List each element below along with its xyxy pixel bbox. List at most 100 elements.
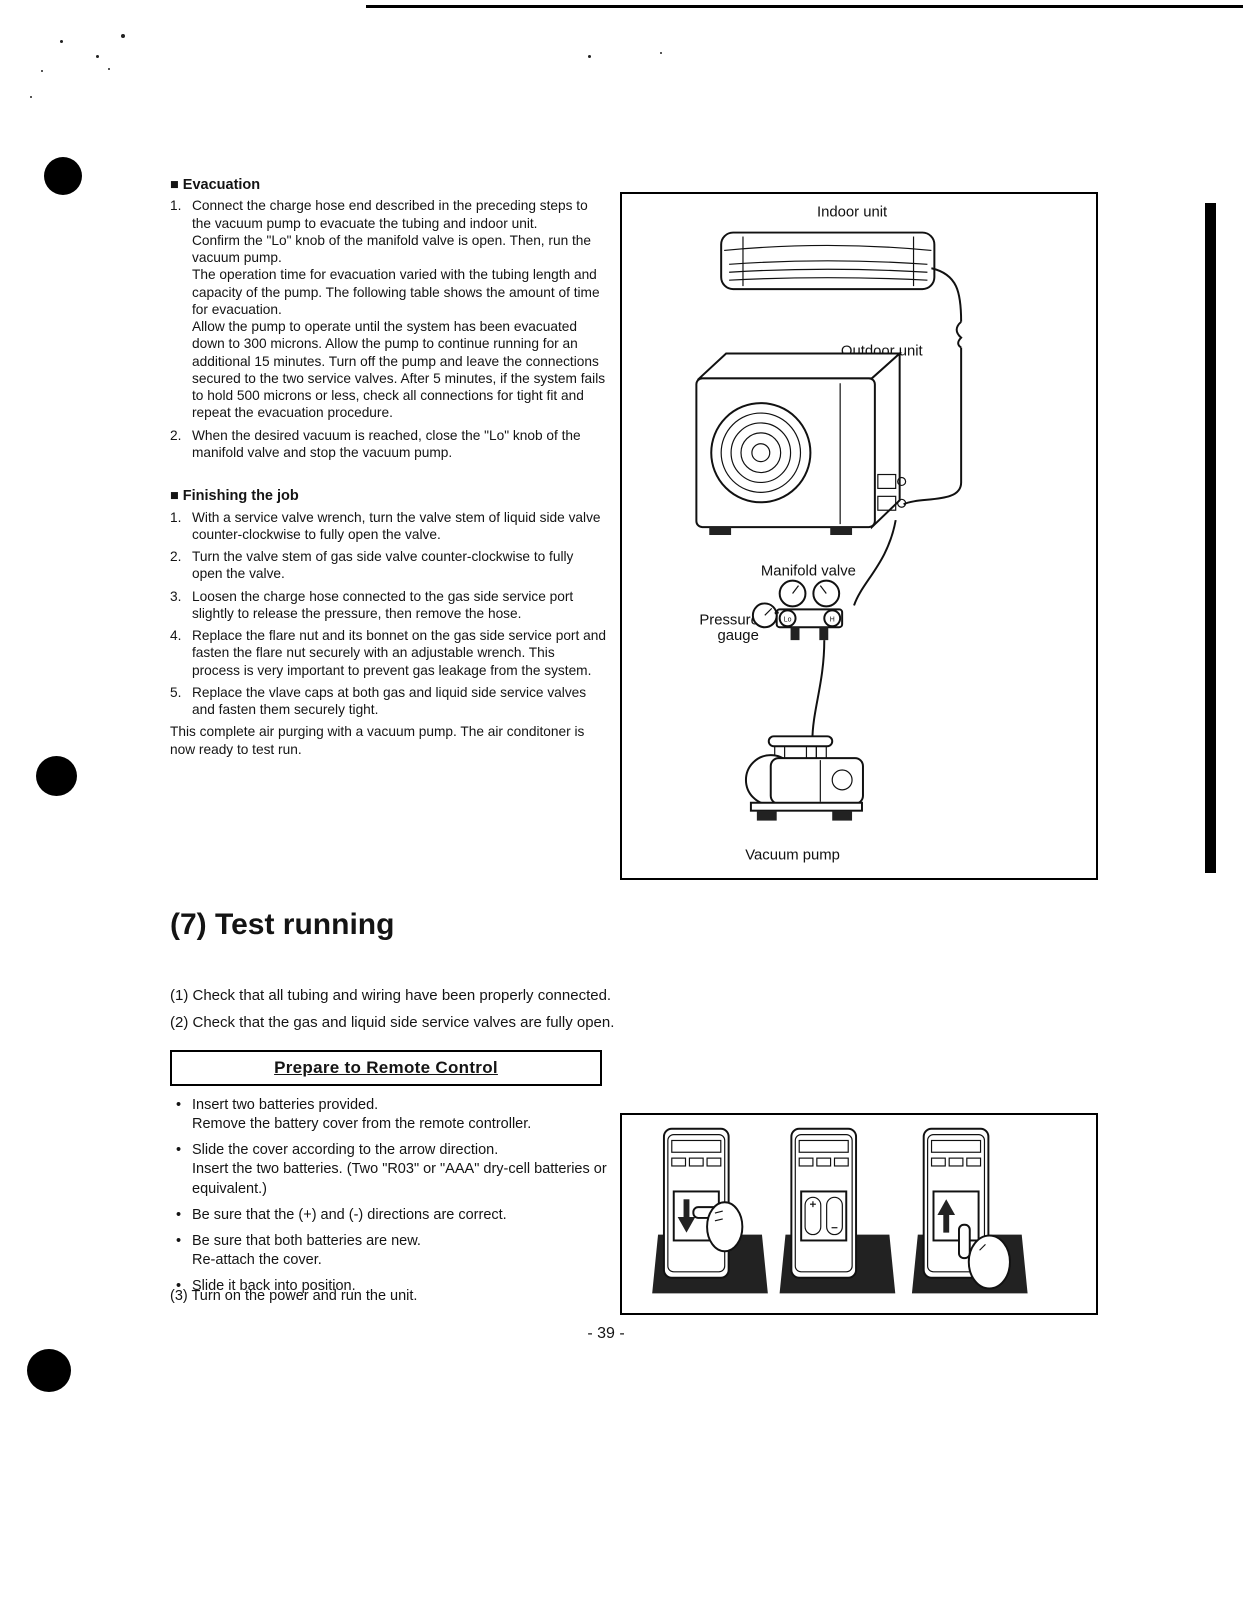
final-step: (3) Turn on the power and run the unit. [170,1288,418,1304]
list-item: 4. Replace the flare nut and its bonnet … [170,627,606,679]
evacuation-heading: ■ Evacuation [170,177,261,193]
item-text: With a service valve wrench, turn the va… [192,509,606,544]
test-running-heading: (7) Test running [170,908,395,941]
scan-speck [121,34,125,38]
bullet-text: Slide the cover according to the arrow d… [192,1141,622,1198]
list-item: 5. Replace the vlave caps at both gas an… [170,684,606,719]
remote-battery-diagram [652,1127,1028,1294]
closing-paragraph: This complete air purging with a vacuum … [170,724,585,757]
paragraph: Replace the vlave caps at both gas and l… [192,684,587,718]
bullet-item: Slide it back into position. [176,1277,622,1296]
manifold-valve-label: Manifold valve [761,564,856,580]
paragraph: Turn the valve stem of gas side valve co… [192,549,574,582]
charge-hose [811,640,826,741]
item-text: When the desired vacuum is reached, clos… [192,427,606,462]
item-text: Loosen the charge hose connected to the … [192,588,606,623]
prepare-remote-title: Prepare to Remote Control [274,1058,498,1077]
bullet-text: Be sure that the (+) and (-) directions … [192,1206,507,1225]
remote-diagram-box [620,1113,1098,1315]
scan-speck [30,96,32,98]
remote-illustration-step3 [911,1127,1028,1294]
piping-diagram: Indoor unit Outdoor unit Manifold valve … [695,205,963,863]
item-number: 1. [170,198,182,214]
list-item: 3. Loosen the charge hose connected to t… [170,588,606,623]
check-list: (1) Check that all tubing and wiring hav… [170,982,890,1036]
punch-hole [44,157,82,195]
scan-bar [1205,203,1216,873]
prepare-remote-box: Prepare to Remote Control [170,1050,602,1086]
check-item: (2) Check that the gas and liquid side s… [170,1014,615,1031]
list-item: 1. Connect the charge hose end described… [170,197,606,421]
scan-speck [588,55,591,58]
bullet-marker [176,1096,192,1134]
bullet-item: Be sure that both batteries are new. Re-… [176,1232,622,1270]
pressure-gauge-label: Pressure [699,612,758,628]
line: Re-attach the cover. [192,1251,322,1268]
bullet-marker [176,1206,192,1225]
bullet-text: Insert two batteries provided. Remove th… [192,1096,531,1134]
item-number: 4. [170,628,182,644]
line: Slide it back into position. [192,1278,356,1294]
list-item: 1. With a service valve wrench, turn the… [170,509,606,544]
list-item: 2. Turn the valve stem of gas side valve… [170,548,606,583]
bullet-text: Slide it back into position. [192,1277,356,1296]
manifold-hi-knob-label: H [830,616,835,623]
left-text-column: ■ Evacuation 1. Connect the charge hose … [170,176,606,758]
item-number: 1. [170,509,182,525]
paragraph: When the desired vacuum is reached, clos… [192,427,581,460]
scan-speck [60,40,63,43]
paragraph: Allow the pump to operate until the syst… [192,319,606,421]
scan-speck [108,68,110,70]
bullet-marker [176,1141,192,1198]
item-number: 2. [170,549,182,565]
vacuum-pump-illustration [744,735,864,821]
item-text: Connect the charge hose end described in… [192,197,606,421]
bullet-marker [176,1232,192,1270]
paragraph: With a service valve wrench, turn the va… [192,509,601,542]
remote-illustration-step1 [652,1127,768,1294]
item-text: Replace the flare nut and its bonnet on … [192,627,606,679]
finishing-heading: ■ Finishing the job [170,488,299,505]
page-number: - 39 - [587,1325,625,1342]
outdoor-unit-illustration [695,351,907,536]
indoor-unit-label: Indoor unit [817,205,888,221]
bullet-item: Slide the cover according to the arrow d… [176,1141,622,1198]
line: Be sure that the (+) and (-) directions … [192,1206,507,1223]
scan-edge-line [366,5,1243,8]
line: Slide the cover according to the arrow d… [192,1142,499,1159]
line: Be sure that both batteries are new. [192,1232,421,1249]
check-item: (1) Check that all tubing and wiring hav… [170,987,612,1004]
evacuation-section: ■ Evacuation 1. Connect the charge hose … [170,176,606,461]
punch-hole [27,1349,71,1392]
manifold-valve-illustration [775,579,844,641]
item-number: 2. [170,427,182,443]
line: Insert two batteries provided. [192,1097,379,1113]
piping-diagram-box: Indoor unit Outdoor unit Manifold valve … [620,192,1098,880]
paragraph: The operation time for evacuation varied… [192,267,600,317]
manifold-lo-knob-label: Lo [784,616,792,623]
finishing-section: ■ Finishing the job 1. With a service va… [170,487,606,758]
scan-speck [96,55,99,58]
item-number: 5. [170,684,182,700]
pressure-gauge-illustration [751,602,779,629]
punch-hole [36,756,77,796]
paragraph: Connect the charge hose end described in… [192,198,588,231]
paragraph: Replace the flare nut and its bonnet on … [192,628,606,678]
bullet-item: Insert two batteries provided. Remove th… [176,1096,622,1134]
scan-speck [41,70,43,72]
pressure-gauge-label: gauge [718,628,759,644]
list-item: 2. When the desired vacuum is reached, c… [170,427,606,462]
item-number: 3. [170,588,182,604]
paragraph: Confirm the "Lo" knob of the manifold va… [192,232,592,266]
item-text: Replace the vlave caps at both gas and l… [192,684,606,719]
scan-speck [660,52,662,54]
vacuum-pump-label: Vacuum pump [745,847,840,863]
item-text: Turn the valve stem of gas side valve co… [192,548,606,583]
remote-illustration-step2 [779,1127,896,1294]
battery-instructions: Insert two batteries provided. Remove th… [176,1096,622,1303]
bullet-item: Be sure that the (+) and (-) directions … [176,1206,622,1225]
line: Remove the battery cover from the remote… [192,1116,532,1133]
paragraph: Loosen the charge hose connected to the … [192,588,574,621]
indoor-unit-illustration [720,231,936,291]
